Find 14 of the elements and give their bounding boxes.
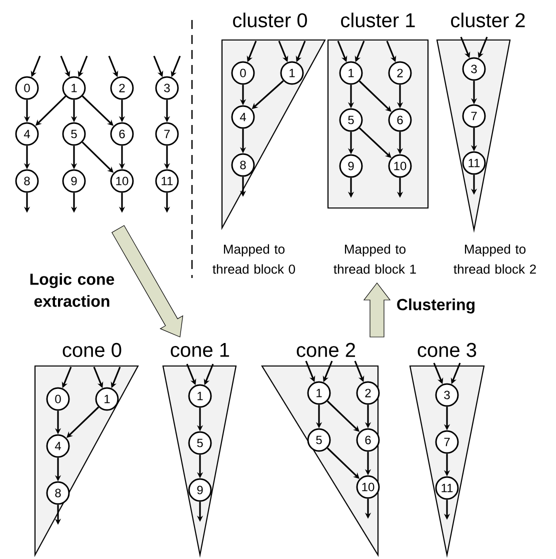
arrow — [82, 96, 114, 126]
node-label: cone 3 — [418, 342, 476, 358]
node-label: cone 1 — [170, 343, 230, 357]
caption-text: Mapped to thread block 2 — [454, 244, 536, 274]
caption-text: Mapped to thread block 1 — [334, 244, 416, 274]
arrow — [359, 127, 392, 158]
node-label: cone 0 — [62, 342, 122, 358]
node-label: cone 2 — [296, 342, 355, 358]
label-text: Logic cone extraction — [30, 273, 114, 307]
label-text: Clustering — [397, 298, 474, 314]
arrow — [326, 400, 360, 432]
arrow — [358, 80, 392, 112]
caption-text: Mapped to thread block 0 — [212, 244, 296, 274]
arrow — [326, 448, 360, 479]
